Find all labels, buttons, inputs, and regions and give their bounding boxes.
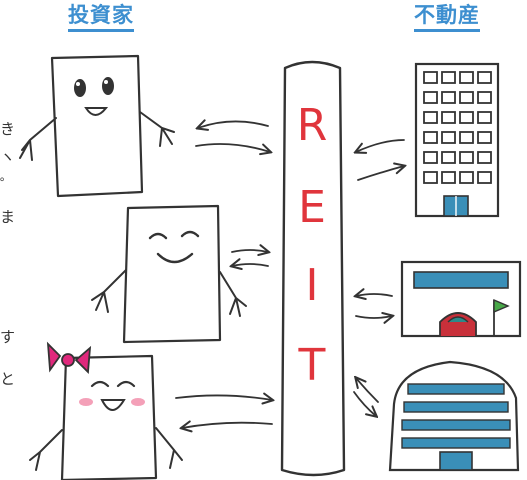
large-building-icon (388, 360, 520, 472)
arrow-reit-to-shop (355, 316, 392, 318)
arrow-reit-to-tower (357, 166, 404, 181)
shop-building-icon (400, 260, 522, 338)
side-text-1: き (0, 120, 16, 138)
tower-window (459, 131, 474, 144)
investor-character-1 (19, 54, 175, 198)
arrow-building-to-reit (356, 378, 379, 403)
tower-window (459, 111, 474, 124)
tower-window (423, 151, 438, 164)
side-text-4: ま (0, 208, 16, 226)
tower-window (441, 131, 456, 144)
arrow-investor-3-to-reit (175, 395, 272, 400)
arrow-investor-1-to-reit (195, 143, 270, 152)
tower-window (441, 111, 456, 124)
tower-window (441, 151, 456, 164)
side-text-6: と (0, 370, 16, 388)
real-estate-header: 不動産 (414, 2, 480, 32)
reit-pillar: R E I T (280, 60, 346, 477)
tower-window (477, 171, 492, 184)
reit-letter-e: E (298, 182, 326, 233)
side-text-2: ヽ (0, 148, 16, 166)
arrow-tower-to-reit (356, 139, 405, 152)
tower-window (459, 151, 474, 164)
investors-header: 投資家 (68, 2, 134, 32)
tower-window (441, 171, 456, 184)
tower-window (477, 131, 492, 144)
tower-window (423, 171, 438, 184)
tower-window (423, 71, 438, 84)
arrow-reit-to-investor-2 (232, 264, 269, 266)
tower-window (477, 91, 492, 104)
arrow-reit-to-investor-3 (182, 423, 273, 428)
tower-window (459, 171, 474, 184)
arrow-shop-to-reit (356, 294, 393, 296)
tower-window (459, 71, 474, 84)
tower-window (441, 91, 456, 104)
reit-letter-i: I (306, 260, 319, 311)
arrow-reit-to-building (353, 391, 376, 416)
reit-letter-r: R (297, 100, 328, 151)
office-tower-icon (414, 62, 500, 218)
reit-letter-t: T (298, 340, 326, 391)
tower-window (477, 71, 492, 84)
tower-window (477, 111, 492, 124)
tower-window (423, 91, 438, 104)
investor-character-3 (29, 341, 183, 480)
side-text-5: す (0, 328, 16, 346)
bow-icon (46, 341, 92, 375)
arrow-investor-2-to-reit (231, 250, 268, 252)
side-text-3: ゜ (0, 176, 16, 194)
tower-window (459, 91, 474, 104)
tower-window (441, 71, 456, 84)
tower-window (423, 131, 438, 144)
flow-arrows (175, 121, 405, 428)
tower-window (477, 151, 492, 164)
tower-window (423, 111, 438, 124)
investor-character-2 (91, 204, 247, 344)
arrow-reit-to-investor-1 (198, 121, 269, 128)
